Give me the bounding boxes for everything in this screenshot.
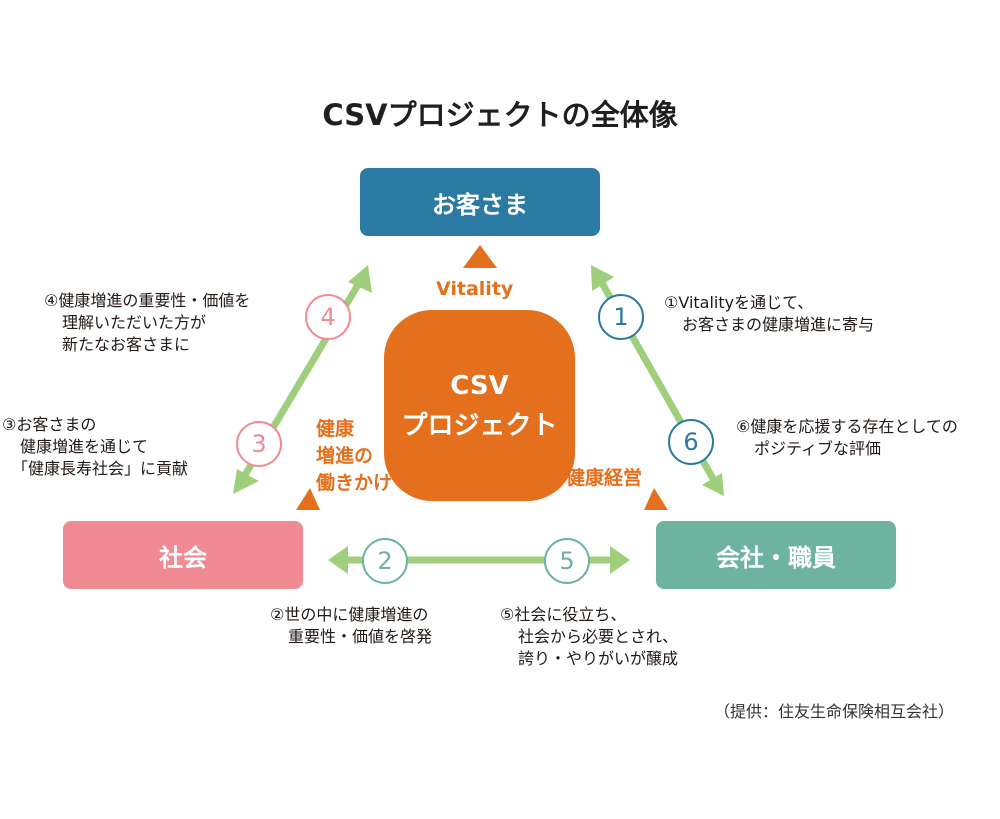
center-arrow-up (463, 245, 497, 268)
description-2-line-1: ②世の中に健康増進の (270, 605, 429, 624)
description-6-line-1: ⑥健康を応援する存在としての (736, 417, 958, 436)
label-health-management: 健康経営 (566, 467, 643, 489)
credit: （提供：住友生命保険相互会社） (714, 702, 955, 721)
description-5-line-2: 社会から必要とされ、 (518, 627, 679, 646)
description-5-line-1: ⑤社会に役立ち、 (500, 605, 627, 624)
description-5-line-3: 誇り・やりがいが醸成 (518, 649, 679, 668)
description-2-line-2: 重要性・価値を啓発 (288, 627, 433, 646)
number-circle-4: 4 (305, 294, 351, 340)
description-1-line-1: ①Vitalityを通じて、 (664, 293, 814, 312)
description-4-line-3: 新たなお客さまに (62, 335, 191, 354)
description-3-line-3: 「健康長寿社会」に貢献 (12, 459, 189, 478)
description-3-line-1: ③お客さまの (2, 415, 97, 434)
description-3-line-2: 健康増進を通じて (20, 437, 149, 456)
csv-line-2: プロジェクト (401, 410, 558, 441)
description-5: ⑤社会に役立ち、 社会から必要とされ、 誇り・やりがいが醸成 (500, 604, 678, 670)
number-circle-3: 3 (236, 421, 282, 467)
description-1: ①Vitalityを通じて、 お客さまの健康増進に寄与 (664, 292, 874, 336)
description-6-line-2: ポジティブな評価 (754, 439, 882, 458)
center-arrow-left (296, 488, 320, 510)
label-health-promotion-2: 増進の (316, 445, 374, 467)
csv-line-1: CSV (450, 370, 509, 401)
description-2: ②世の中に健康増進の 重要性・価値を啓発 (270, 604, 432, 648)
description-1-line-2: お客さまの健康増進に寄与 (682, 315, 875, 334)
page-title: CSVプロジェクトの全体像 (322, 98, 678, 132)
description-6: ⑥健康を応援する存在としての ポジティブな評価 (736, 416, 958, 460)
description-4-line-1: ④健康増進の重要性・価値を (44, 291, 251, 310)
number-circle-1: 1 (598, 294, 644, 340)
node-society: 社会 (63, 521, 303, 589)
node-company: 会社・職員 (656, 521, 896, 589)
description-3: ③お客さまの 健康増進を通じて 「健康長寿社会」に貢献 (2, 414, 188, 480)
label-vitality: Vitality (436, 278, 514, 300)
label-health-promotion-3: 働きかけ (316, 472, 393, 494)
number-circle-2: 2 (362, 538, 408, 584)
description-4-line-2: 理解いただいた方が (62, 313, 207, 332)
node-csv-project: CSV プロジェクト (384, 310, 575, 501)
description-4: ④健康増進の重要性・価値を 理解いただいた方が 新たなお客さまに (44, 290, 250, 356)
center-arrow-right (644, 488, 668, 510)
number-circle-6: 6 (668, 419, 714, 465)
label-health-promotion-1: 健康 (316, 418, 355, 440)
node-customers: お客さま (360, 168, 600, 236)
label-health-promotion: 健康 増進の 働きかけ (316, 416, 392, 497)
number-circle-5: 5 (544, 538, 590, 584)
